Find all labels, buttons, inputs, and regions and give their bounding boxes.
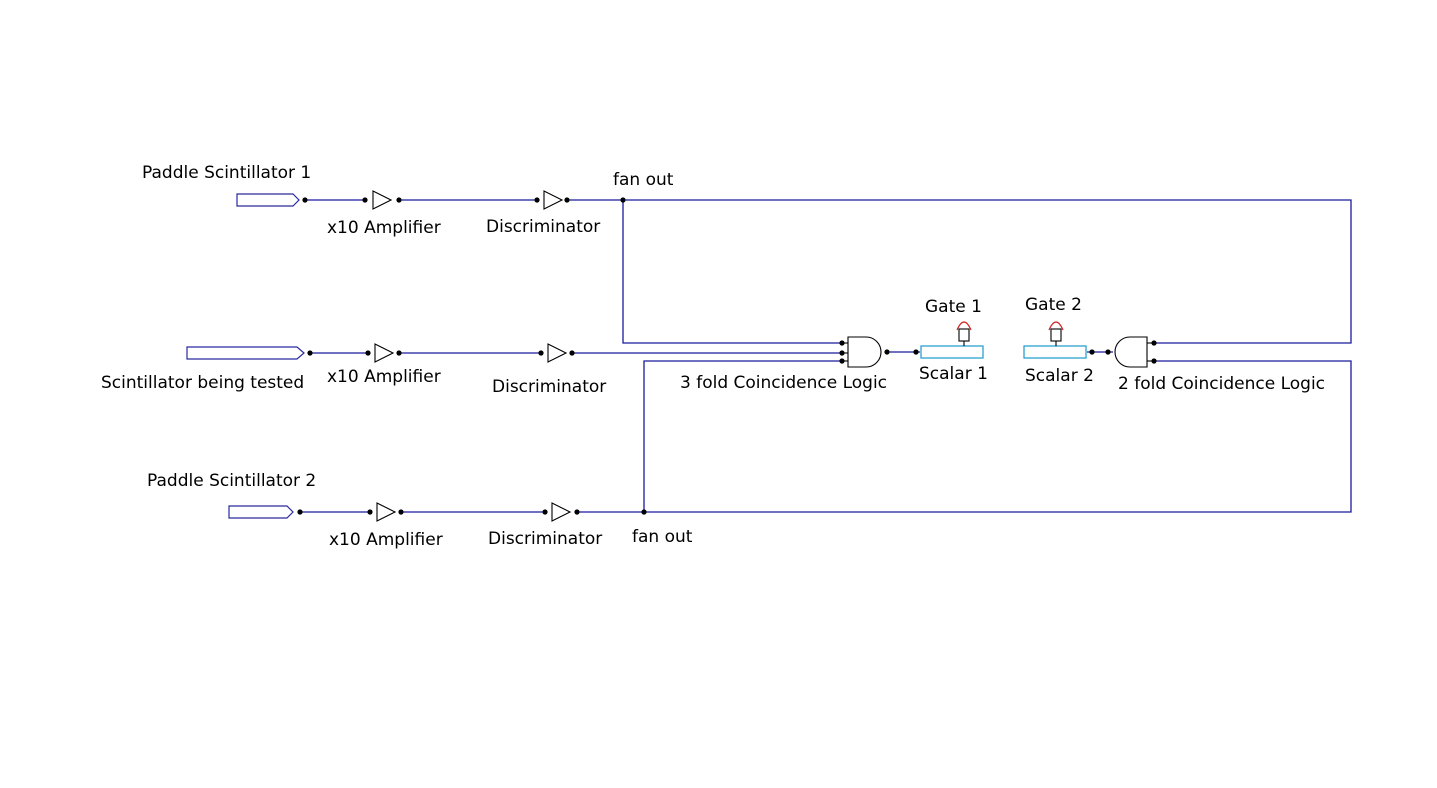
gate1-label: Gate 1 xyxy=(925,297,982,317)
paddle1-pin xyxy=(302,197,308,203)
amp-middle-label: x10 Amplifier xyxy=(327,367,441,387)
fanout-top-label: fan out xyxy=(613,170,674,190)
discriminator-bottom xyxy=(542,502,580,522)
paddle1-label: Paddle Scintillator 1 xyxy=(142,163,311,183)
tested-label: Scintillator being tested xyxy=(101,373,304,393)
paddle2-pin xyxy=(297,509,303,515)
disc-middle-label: Discriminator xyxy=(492,377,606,397)
disc-top-label: Discriminator xyxy=(486,217,600,237)
gate2-label: Gate 2 xyxy=(1025,295,1082,315)
fanout-bottom-label: fan out xyxy=(632,527,693,547)
paddle1-connector xyxy=(236,193,300,207)
tested-connector xyxy=(186,346,305,360)
amp-bottom-label: x10 Amplifier xyxy=(329,530,443,550)
discriminator-middle xyxy=(538,343,575,363)
wire-fanout-top-to-coinc3 xyxy=(622,200,842,344)
disc-bottom-label: Discriminator xyxy=(488,529,602,549)
discriminator-top xyxy=(534,190,570,210)
wire-fanout-top-to-right-edge xyxy=(623,199,1352,344)
amp-top-label: x10 Amplifier xyxy=(327,218,441,238)
wires xyxy=(300,199,1352,513)
paddle2-label: Paddle Scintillator 2 xyxy=(147,471,316,491)
amplifier-top xyxy=(362,190,402,210)
paddle2-connector xyxy=(228,505,294,519)
amplifier-bottom xyxy=(367,502,404,522)
gate-1-icon xyxy=(956,321,972,346)
scalar2-label: Scalar 2 xyxy=(1025,366,1094,386)
amplifier-middle xyxy=(365,343,402,363)
wire-fanout-bot-to-coinc3 xyxy=(643,360,842,512)
scalar1-label: Scalar 1 xyxy=(919,364,988,384)
tested-pin xyxy=(307,350,313,356)
fanout-bottom-junction xyxy=(641,509,647,515)
scalar-2 xyxy=(1023,345,1095,359)
coincidence-3fold-gate xyxy=(839,336,890,368)
coinc2-label: 2 fold Coincidence Logic xyxy=(1118,374,1325,394)
coincidence-2fold-gate xyxy=(1105,336,1157,368)
fanout-top-junction xyxy=(620,197,626,203)
scalar-1 xyxy=(913,345,984,359)
coinc3-label: 3 fold Coincidence Logic xyxy=(680,373,887,393)
wire-fanout-bot-to-right-edge xyxy=(644,360,1352,513)
gate-2-icon xyxy=(1048,321,1064,346)
